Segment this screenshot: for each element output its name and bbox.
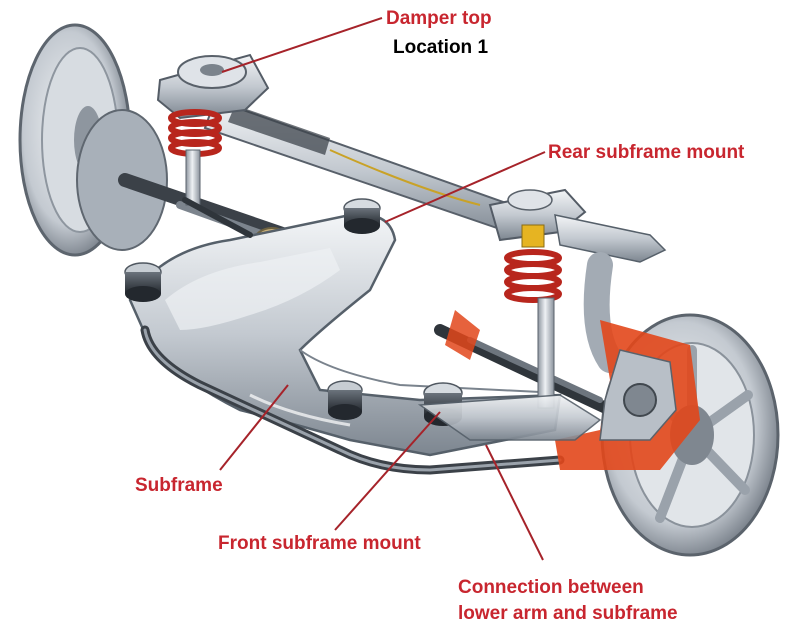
rear-mount-left (124, 262, 162, 302)
leader-rear-subframe-mount (384, 151, 546, 223)
label-damper-top: Damper top (386, 8, 492, 29)
right-coil-spring (504, 249, 562, 303)
label-rear-subframe-mount: Rear subframe mount (548, 142, 745, 163)
leader-damper-top (221, 17, 383, 73)
subframe-body (128, 213, 562, 457)
label-location: Location 1 (393, 37, 489, 58)
leader-connection-lower-arm (485, 444, 544, 561)
leader-front-subframe-mount (334, 411, 441, 531)
cutaway-hub (445, 310, 700, 470)
label-connection-line2: lower arm and subframe (458, 603, 678, 624)
label-connection-line1: Connection between (458, 577, 644, 598)
front-mount-left (327, 380, 363, 420)
label-subframe: Subframe (135, 475, 223, 496)
label-front-subframe-mount: Front subframe mount (218, 533, 421, 554)
left-wheel (18, 23, 168, 257)
rear-mount-center (343, 198, 381, 234)
leader-subframe (219, 384, 289, 471)
left-strut (156, 53, 270, 206)
leader-lines (219, 17, 546, 561)
anti-roll-bar (140, 325, 565, 475)
lower-arms (182, 197, 602, 441)
